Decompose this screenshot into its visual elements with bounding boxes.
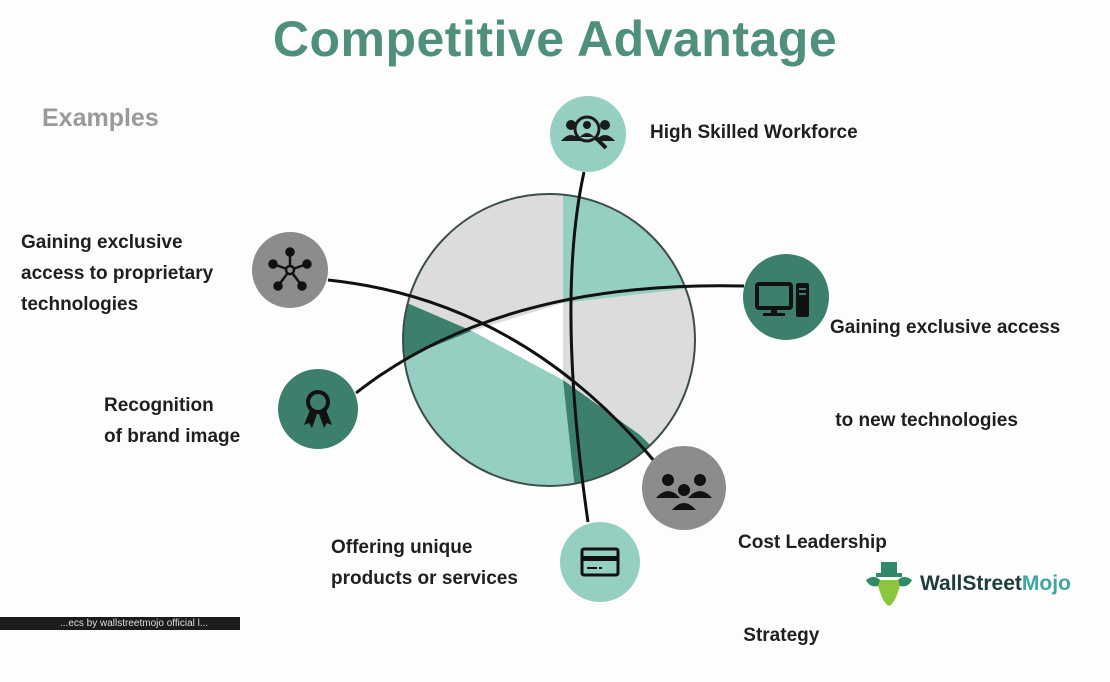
label-brand-image: Recognition of brand image bbox=[104, 395, 241, 447]
node-brand-image bbox=[278, 369, 358, 449]
node-high-skilled-workforce bbox=[550, 96, 626, 172]
label-high-skilled-workforce: High Skilled Workforce bbox=[650, 122, 858, 143]
connector-workforce-products bbox=[569, 171, 590, 523]
node-cost-leadership bbox=[642, 446, 726, 530]
bull-logo-icon bbox=[866, 562, 912, 606]
node-proprietary-technologies bbox=[252, 232, 328, 308]
label-unique-products: Offering unique products or services bbox=[331, 537, 518, 589]
workforce-search-icon bbox=[561, 115, 615, 150]
wallstreetmojo-logo: WallStreetMojo bbox=[864, 562, 1071, 606]
label-new-technologies: Gaining exclusive access to new technolo… bbox=[830, 317, 1061, 431]
label-proprietary-technologies: Gaining exclusive access to proprietary … bbox=[21, 232, 214, 315]
desktop-computer-icon bbox=[755, 282, 809, 317]
group-people-icon bbox=[656, 474, 712, 510]
node-unique-products bbox=[560, 522, 640, 602]
node-new-technologies bbox=[743, 254, 829, 340]
credit-card-icon bbox=[580, 547, 620, 577]
central-diagram bbox=[252, 96, 829, 602]
award-ribbon-icon bbox=[304, 390, 332, 428]
connector-brand-newtech bbox=[355, 284, 745, 395]
page-title: Competitive Advantage bbox=[272, 11, 838, 67]
central-circle bbox=[402, 193, 696, 487]
network-hub-icon bbox=[268, 247, 312, 291]
connector-proprietary-cost bbox=[327, 278, 657, 463]
subtitle: Examples bbox=[42, 104, 159, 132]
bottom-caption-bar: ...ecs by wallstreetmojo official l... bbox=[0, 617, 240, 630]
